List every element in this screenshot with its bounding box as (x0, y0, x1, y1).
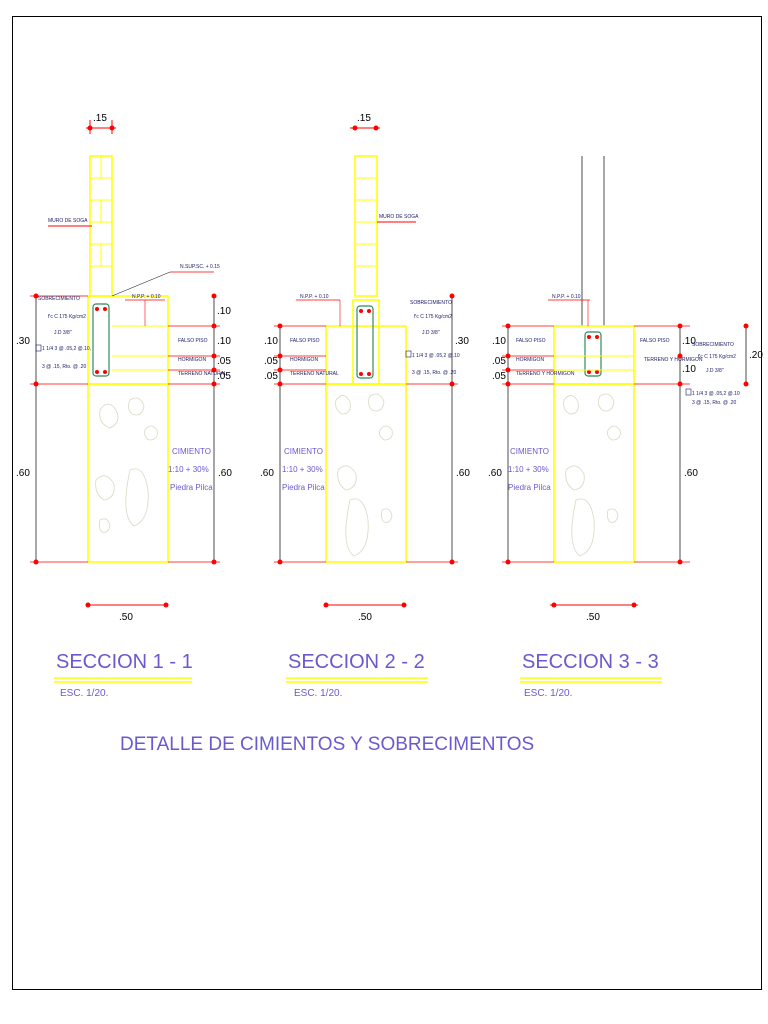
s3-l1: .10 (492, 336, 506, 347)
s2-cim-height-right: .60 (456, 468, 470, 479)
section-1-title: SECCION 1 - 1 (56, 651, 193, 673)
section-titles: SECCION 1 - 1 ESC. 1/20. SECCION 2 - 2 E… (54, 651, 662, 755)
s1-cim2: 1:10 + 30% (168, 465, 209, 474)
s3-cim3: Piedra Pilca (508, 483, 551, 492)
s2-l3: .05 (264, 371, 278, 382)
s2-npp-label: N.P.P. + 0.10 (300, 294, 329, 300)
section-2-drawing: .15 MURO DE SOGA .10 (260, 113, 470, 623)
section-3-drawing: N.P.P. + 0.10 .10 .05 .05 .60 FALSO PISO… (488, 156, 763, 623)
s1-terreno-label: TERRENO NATURAL (178, 371, 227, 377)
s2-falso-label: FALSO PISO (290, 338, 320, 344)
s1-estr-label: 1 1/4 3 @ .05,2 @.10, (42, 346, 91, 352)
s3-cim1: CIMIENTO (510, 447, 549, 456)
s1-r3: .05 (217, 356, 231, 367)
s3-npp-label: N.P.P. + 0.10 (552, 294, 581, 300)
section-1-scale: ESC. 1/20. (60, 688, 108, 699)
s1-r1: .10 (217, 306, 231, 317)
s3-l2: .05 (492, 356, 506, 367)
section-3-scale: ESC. 1/20. (524, 688, 572, 699)
s3-j-label: J.D 3/8" (706, 368, 724, 374)
s3-terreno-label-left: TERRENO Y HORMIGON (516, 371, 575, 377)
section-2-title: SECCION 2 - 2 (288, 651, 425, 673)
s1-sobre-height: .30 (16, 336, 30, 347)
s2-cim-height-left: .60 (260, 468, 274, 479)
s1-falso-label: FALSO PISO (178, 338, 208, 344)
s1-muro-label: MURO DE SOGA (48, 218, 88, 224)
s3-terreno-label-right: TERRENO Y HORMIGON (644, 357, 703, 363)
s1-top-width-label: .15 (93, 113, 107, 124)
section-1-drawing: .15 MURO DE SOGA (16, 113, 232, 623)
drawing-title: DETALLE DE CIMIENTOS Y SOBRECIMENTOS (120, 734, 534, 755)
s3-estr-label: 1 1/4 3 @ .05,2 @.10 (692, 391, 740, 397)
s2-j-label: J.D 3/8" (422, 330, 440, 336)
s3-r1: .10 (682, 336, 696, 347)
s3-cim-height-left: .60 (488, 468, 502, 479)
s2-cim1: CIMIENTO (284, 447, 323, 456)
s2-top-width-label: .15 (357, 113, 371, 124)
s1-j-label: J.D 3/8" (54, 330, 72, 336)
s3-sobre-label: SOBRECIMIENTO (692, 342, 734, 348)
s3-falso-label-right: FALSO PISO (640, 338, 670, 344)
s1-r4: .05 (217, 371, 231, 382)
s3-r-sobre: .20 (749, 350, 763, 361)
s3-falso-label: FALSO PISO (516, 338, 546, 344)
s1-fc-label: f'c C 175 Kg/cm2 (48, 314, 86, 320)
drawing-frame (12, 16, 762, 990)
s1-npp-label: N.P.P. + 0.10 (132, 294, 161, 300)
s3-cim-height-right: .60 (684, 468, 698, 479)
s2-l1: .10 (264, 336, 278, 347)
s2-muro-label: MURO DE SOGA (379, 214, 419, 220)
s1-cim-height-right: .60 (218, 468, 232, 479)
s1-sobre-label: SOBRECIMIENTO (38, 296, 80, 302)
s3-cim2: 1:10 + 30% (508, 465, 549, 474)
s1-r2: .10 (217, 336, 231, 347)
s2-cim2: 1:10 + 30% (282, 465, 323, 474)
s1-estr2-label: 3 @ .15, Rto. @ .20 (42, 364, 87, 370)
s3-estr2-label: 3 @ .15, Rto. @ .20 (692, 400, 737, 406)
s1-nsup-label: N.SUP.SC. + 0.15 (180, 264, 220, 270)
section-3-title: SECCION 3 - 3 (522, 651, 659, 673)
s3-fc-label: f'c C 175 Kg/cm2 (698, 354, 736, 360)
s3-r2: .10 (682, 364, 696, 375)
s2-sobre-label: SOBRECIMIENTO (410, 300, 452, 306)
s1-base-width: .50 (119, 612, 133, 623)
s1-cim-height-left: .60 (16, 468, 30, 479)
s3-base-width: .50 (586, 612, 600, 623)
s2-estr-label: 1 1/4 3 @ .05,2 @.10 (412, 353, 460, 359)
s1-cim1: CIMIENTO (172, 447, 211, 456)
s1-horm-label: HORMIGON (178, 357, 206, 363)
s1-cim3: Piedra Pilca (170, 483, 213, 492)
s2-sobre-height: .30 (455, 336, 469, 347)
s2-fc-label: f'c C 175 Kg/cm2 (414, 314, 452, 320)
s2-terreno-label: TERRENO NATURAL (290, 371, 339, 377)
s2-l2: .05 (264, 356, 278, 367)
s2-horm-label: HORMIGON (290, 357, 318, 363)
s3-horm-label: HORMIGON (516, 357, 544, 363)
s2-cim3: Piedra Pilca (282, 483, 325, 492)
s3-l3: .05 (492, 371, 506, 382)
s2-base-width: .50 (358, 612, 372, 623)
section-2-scale: ESC. 1/20. (294, 688, 342, 699)
s2-estr2-label: 3 @ .15, Rto. @ .20 (412, 370, 457, 376)
